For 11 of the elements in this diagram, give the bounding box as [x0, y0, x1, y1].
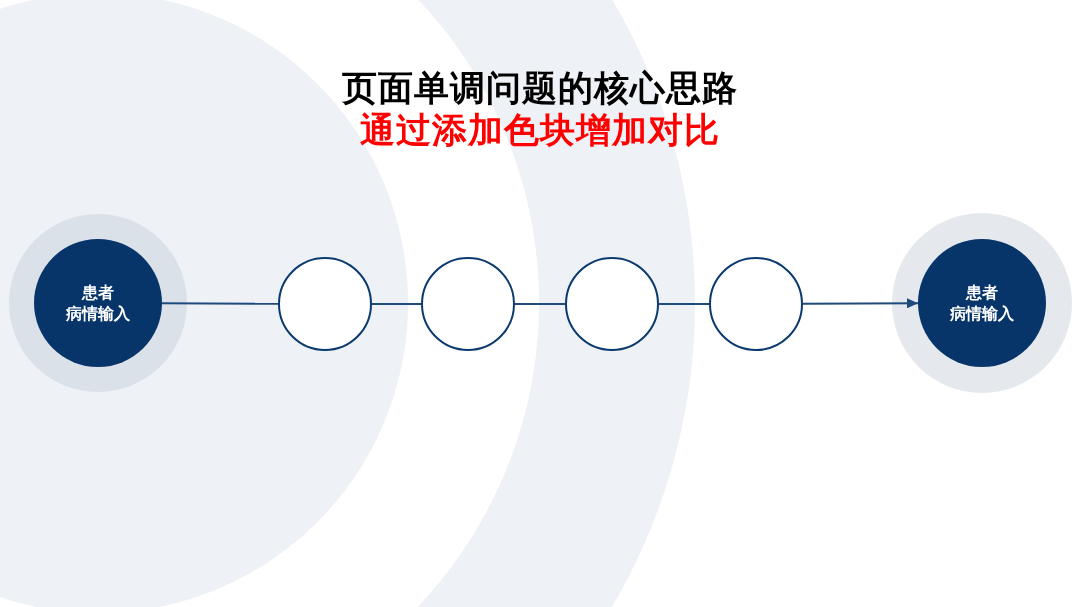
connector-line [161, 302, 279, 305]
node-text: 患者 [82, 282, 114, 303]
arrow [802, 298, 919, 309]
connector-line [371, 303, 422, 305]
connector-line [514, 303, 566, 305]
title: 页面单调问题的核心思路 [342, 68, 738, 108]
node-text: 病情输入 [950, 303, 1014, 324]
connector-line [658, 303, 710, 305]
node-text: 病情输入 [66, 303, 130, 324]
subtitle: 通过添加色块增加对比 [360, 110, 720, 150]
node-text: 患者 [966, 282, 998, 303]
